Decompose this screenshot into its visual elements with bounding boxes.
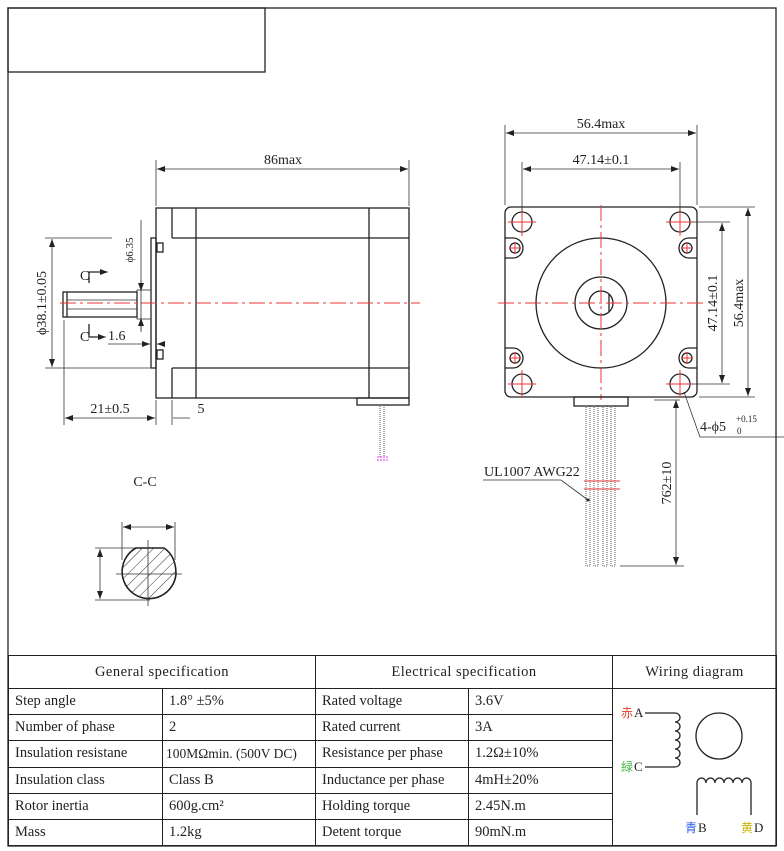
title-block bbox=[7, 7, 266, 73]
dim-hole-spacing-h: 47.14±0.1 bbox=[573, 153, 630, 168]
table-row: Mass 1.2kg Detent torque 90mN.m bbox=[8, 818, 777, 847]
dim-hole-spacing-v: 47.14±0.1 bbox=[706, 275, 721, 332]
table-row: Step angle 1.8° ±5% Rated voltage 3.6V 赤… bbox=[8, 688, 777, 846]
wire-spec: UL1007 AWG22 bbox=[484, 465, 580, 480]
spec-value: 3.6V bbox=[468, 688, 613, 716]
spec-value: 600g.cm² bbox=[162, 792, 316, 820]
wiring-diagram: 赤 A 緑 C 青 B 黄 D bbox=[612, 688, 777, 846]
section-c-c: C-C bbox=[95, 475, 182, 606]
wire-d-color: 黄 bbox=[741, 821, 753, 835]
spec-label: Resistance per phase bbox=[315, 740, 469, 768]
spec-label: Rotor inertia bbox=[8, 792, 163, 820]
wire-c-color: 緑 bbox=[621, 759, 633, 774]
spec-label: Insulation resistane bbox=[8, 740, 163, 768]
section-mark-bottom: C bbox=[80, 330, 89, 345]
front-view bbox=[498, 205, 705, 567]
section-mark-top: C bbox=[80, 269, 89, 284]
spec-label: Detent torque bbox=[315, 818, 469, 847]
spec-value: 2 bbox=[162, 714, 316, 742]
dim-flange-step: 1.6 bbox=[108, 329, 126, 344]
section-title: C-C bbox=[133, 475, 156, 490]
general-spec-header: General specification bbox=[8, 654, 316, 690]
spec-value: 1.2Ω±10% bbox=[468, 740, 613, 768]
lead-wires bbox=[584, 405, 620, 567]
dim-shaft-length: 21±0.5 bbox=[90, 402, 129, 417]
spec-label: Number of phase bbox=[8, 714, 163, 742]
spec-label: Mass bbox=[8, 818, 163, 847]
spec-label: Rated current bbox=[315, 714, 469, 742]
dim-holes-label: 4-ϕ5 bbox=[700, 420, 726, 435]
side-view bbox=[60, 207, 420, 461]
spec-value: 4mH±20% bbox=[468, 766, 613, 794]
wire-a-letter: A bbox=[634, 705, 644, 720]
dim-height: 56.4max bbox=[732, 279, 747, 328]
table-row: Insulation class Class B Inductance per … bbox=[8, 766, 777, 794]
dim-shaft-dia: ϕ6.35 bbox=[124, 237, 136, 263]
electrical-spec-header: Electrical specification bbox=[315, 654, 613, 690]
wire-b-letter: B bbox=[698, 820, 707, 835]
dim-flange-thickness: 5 bbox=[198, 402, 205, 417]
dim-holes-tol-upper: +0.15 bbox=[736, 414, 757, 424]
screw-holes bbox=[505, 237, 697, 369]
front-view-dimensions: 56.4max 47.14±0.1 47.14±0.1 56.4max 4-ϕ5… bbox=[483, 117, 784, 567]
dim-holes-tol-lower: 0 bbox=[737, 426, 742, 436]
spec-value: 1.2kg bbox=[162, 818, 316, 847]
spec-value: 1.8° ±5% bbox=[162, 688, 316, 716]
spec-value: Class B bbox=[162, 766, 316, 794]
drawing-frame bbox=[7, 7, 777, 847]
side-view-dimensions: 86max ϕ38.1±0.05 ϕ6.35 C C 1.6 21±0.5 5 bbox=[35, 153, 410, 425]
spec-value: 2.45N.m bbox=[468, 792, 613, 820]
wire-b-color: 青 bbox=[685, 821, 697, 835]
dim-lead-length: 762±10 bbox=[660, 462, 675, 505]
dim-flange-dia: ϕ38.1±0.05 bbox=[35, 271, 50, 335]
table-row: Rotor inertia 600g.cm² Holding torque 2.… bbox=[8, 792, 777, 820]
wire-d-letter: D bbox=[754, 820, 763, 835]
spec-value: 90mN.m bbox=[468, 818, 613, 847]
spec-label: Rated voltage bbox=[315, 688, 469, 716]
spec-value: 100MΩmin. (500V DC) bbox=[162, 740, 316, 768]
wiring-diagram-drawing: 赤 A 緑 C 青 B 黄 D bbox=[621, 705, 763, 835]
spec-label: Inductance per phase bbox=[315, 766, 469, 794]
wire-c-letter: C bbox=[634, 759, 643, 774]
wiring-diagram-header: Wiring diagram bbox=[612, 654, 777, 690]
spec-value: 3A bbox=[468, 714, 613, 742]
specification-table: General specification Electrical specifi… bbox=[8, 654, 777, 847]
dim-length: 86max bbox=[264, 153, 302, 168]
spec-label: Holding torque bbox=[315, 792, 469, 820]
spec-label: Insulation class bbox=[8, 766, 163, 794]
spec-label: Step angle bbox=[8, 688, 163, 716]
table-row: Number of phase 2 Rated current 3A bbox=[8, 714, 777, 742]
wire-a-color: 赤 bbox=[621, 706, 633, 720]
table-row: Insulation resistane 100MΩmin. (500V DC)… bbox=[8, 740, 777, 768]
dim-width: 56.4max bbox=[577, 117, 626, 132]
